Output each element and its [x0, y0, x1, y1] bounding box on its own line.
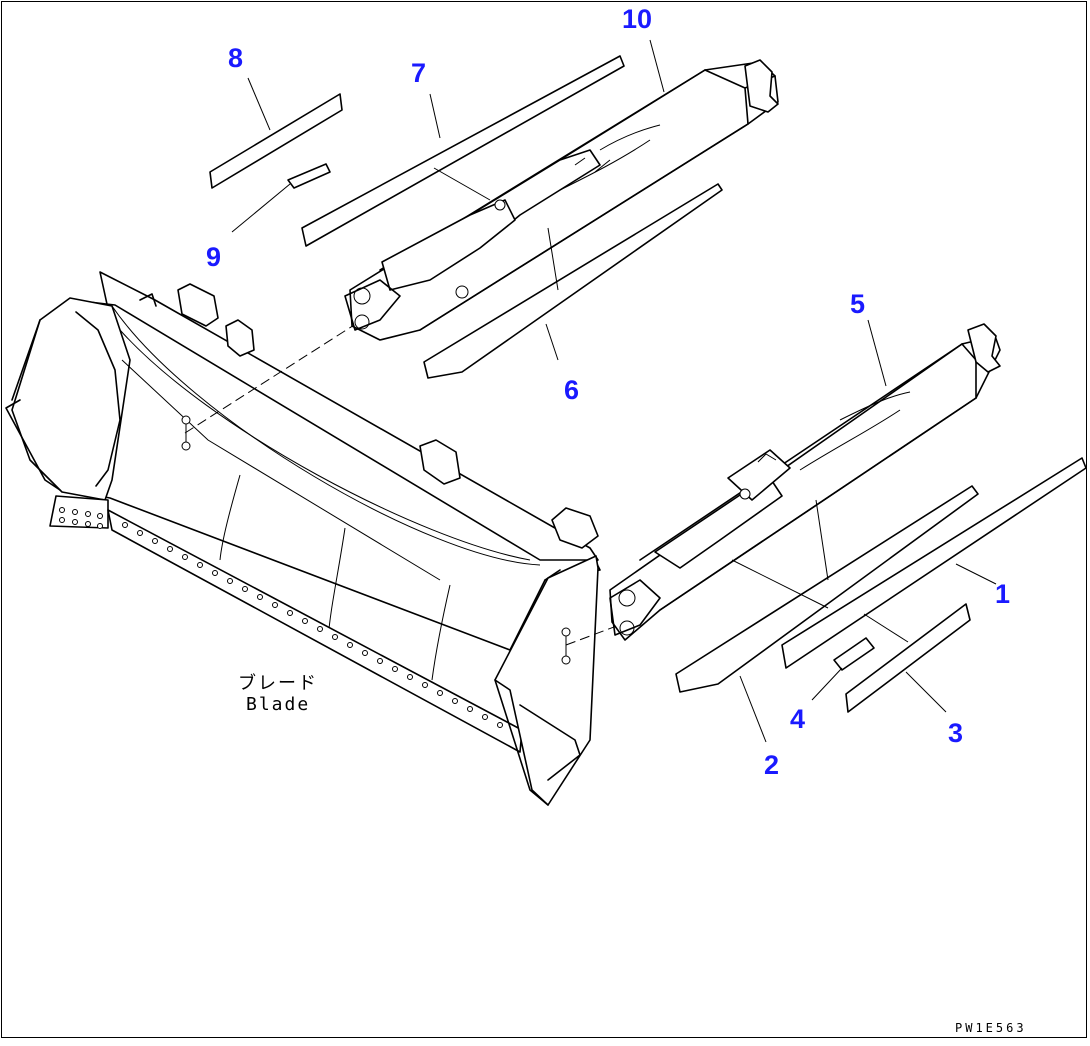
part-7-liner — [301, 55, 625, 247]
assembly-line-right — [565, 623, 623, 646]
callout-4: 4 — [790, 704, 805, 734]
drawing-code: PW1E563 — [955, 1021, 1027, 1035]
part-9-shim — [287, 163, 331, 189]
left-frame-assembly — [344, 59, 779, 341]
callout-8: 8 — [228, 43, 243, 73]
callout-3: 3 — [948, 718, 963, 748]
part-4-shim — [833, 637, 875, 671]
leader-lines — [231, 39, 997, 743]
callout-2: 2 — [764, 750, 779, 780]
part-2-strip — [675, 485, 979, 693]
part-6-strip — [423, 183, 723, 379]
blade-label-japanese: ブレード — [238, 672, 318, 694]
assembly-line-left — [184, 319, 363, 434]
blade-label-english: Blade — [246, 694, 310, 715]
callout-9: 9 — [206, 242, 221, 272]
callout-1: 1 — [995, 579, 1010, 609]
blade-illustration — [5, 271, 601, 806]
cutting-edge-bolt-holes — [59, 507, 503, 728]
part-3-plate — [845, 603, 971, 713]
callout-7: 7 — [411, 58, 426, 88]
callout-10: 10 — [622, 4, 652, 34]
right-frame-assembly — [609, 323, 1001, 641]
part-8-plate — [209, 93, 343, 189]
callout-6: 6 — [564, 375, 579, 405]
callout-5: 5 — [850, 289, 865, 319]
